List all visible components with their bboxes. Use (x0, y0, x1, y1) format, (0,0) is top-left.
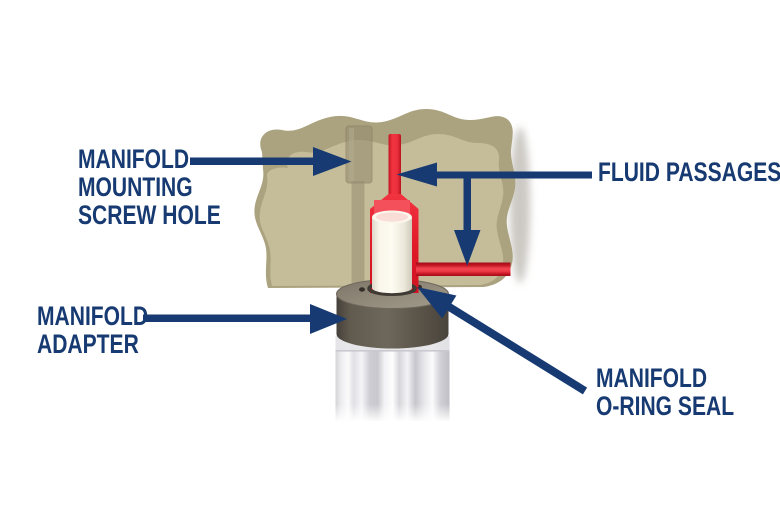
label-line: O-RING SEAL (596, 391, 735, 421)
label-line: MANIFOLD (37, 301, 149, 331)
label-fluid-passages: FLUID PASSAGES (598, 158, 780, 186)
fluid-passage-horizontal (416, 262, 511, 276)
callout-arrows (143, 147, 592, 395)
adapter-side (336, 294, 449, 349)
sensor-body-part (330, 336, 455, 422)
screw-hole-highlight (349, 128, 354, 181)
screw-hole-arrow (190, 147, 352, 176)
screw-hole-bore (351, 181, 365, 283)
sensing-cylinder-body (372, 217, 412, 294)
label-line: MANIFOLD (78, 144, 190, 174)
o-ring-arrow (417, 287, 588, 395)
fluid-passages-branch-arrow (454, 174, 481, 266)
sensor-body-collar-line (335, 350, 450, 352)
sensing-cylinder-part (372, 210, 412, 294)
label-line: SCREW HOLE (78, 200, 221, 230)
mounting-screw-hole-part (345, 125, 373, 283)
block-shadow (510, 127, 530, 283)
label-line: MOUNTING (78, 172, 193, 202)
label-line: FLUID PASSAGES (598, 157, 780, 187)
adapter-arrow (143, 304, 347, 334)
label-manifold-mounting-screw-hole: MANIFOLD MOUNTING SCREW HOLE (78, 145, 221, 229)
adapter-screw-dot-left (359, 287, 365, 292)
sensing-cylinder-glow (376, 212, 408, 222)
label-line: ADAPTER (37, 329, 139, 359)
label-manifold-adapter: MANIFOLD ADAPTER (37, 302, 148, 358)
fluid-passage-vertical (388, 134, 401, 196)
chamber-glow (374, 200, 410, 214)
label-line: MANIFOLD (596, 363, 708, 393)
fluid-passages-arrow (396, 162, 592, 187)
sensor-body-fade (330, 404, 455, 422)
label-manifold-o-ring-seal: MANIFOLD O-RING SEAL (596, 364, 734, 420)
